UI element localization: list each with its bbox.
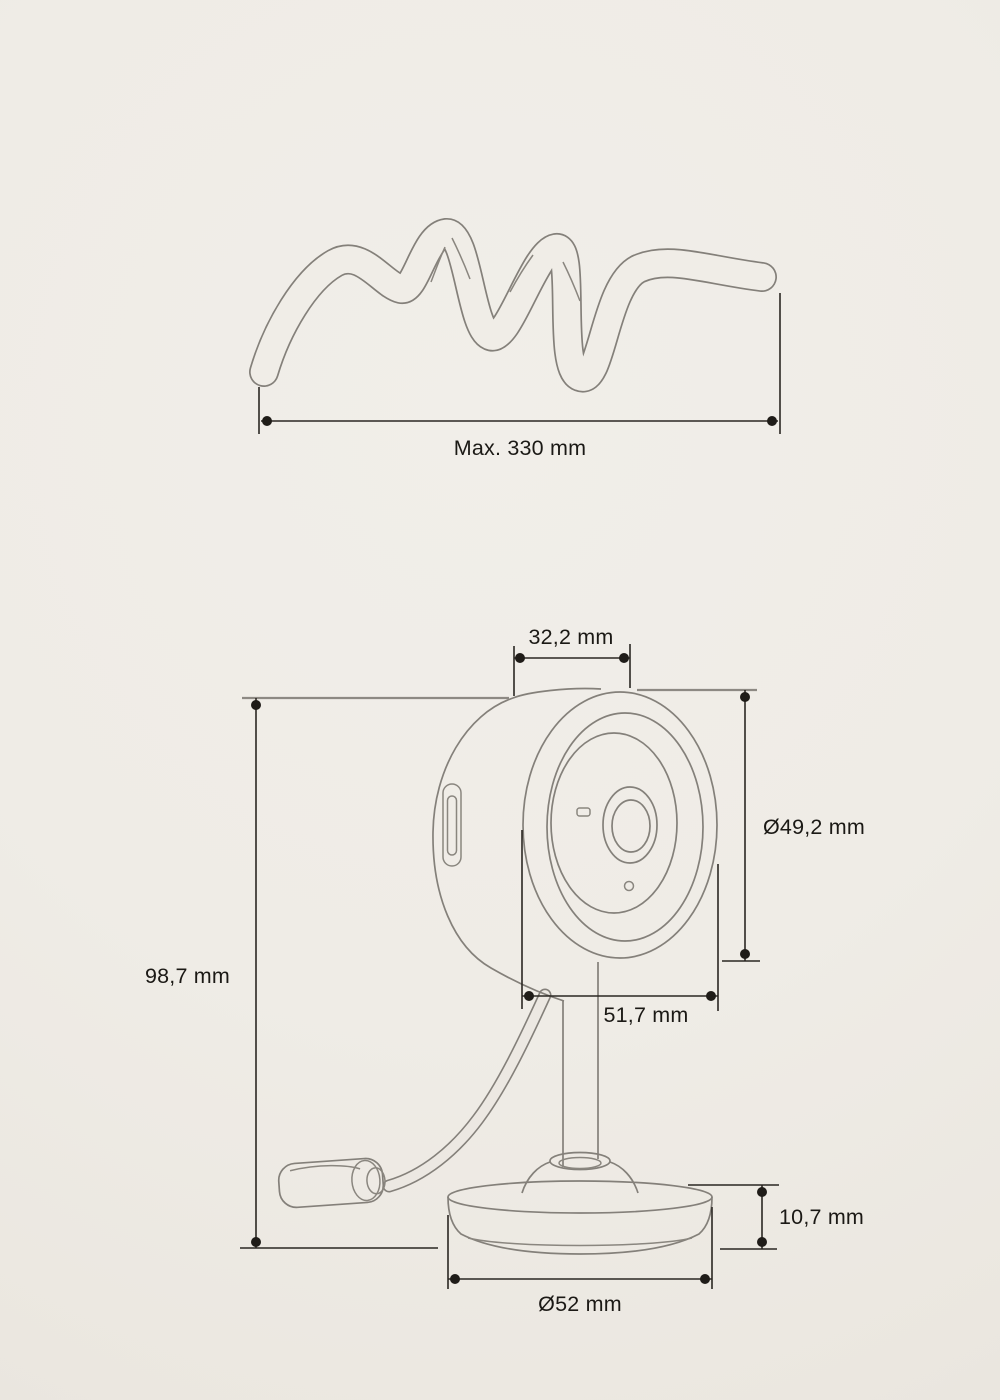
base-profile bbox=[447, 1196, 713, 1255]
face-diameter-label: Ø49,2 mm bbox=[763, 815, 865, 839]
stand-base bbox=[447, 1151, 713, 1255]
base-mound-right bbox=[609, 1161, 639, 1194]
dimension-base-diameter: Ø52 mm bbox=[447, 1207, 713, 1316]
arm-crossing-edge bbox=[451, 237, 471, 280]
front-ring-outer bbox=[522, 691, 718, 959]
base-mound-left bbox=[521, 1161, 551, 1194]
camera-body bbox=[432, 687, 602, 1002]
base-height-label: 10,7 mm bbox=[779, 1205, 864, 1229]
base-neck-opening bbox=[558, 1156, 602, 1170]
usb-connector-collar bbox=[351, 1159, 381, 1202]
dimension-top-width: 32,2 mm bbox=[513, 625, 631, 696]
base-top-rim bbox=[447, 1180, 713, 1214]
usb-connector-edge bbox=[289, 1164, 361, 1172]
arm-crossing-edge bbox=[509, 254, 534, 293]
flexible-arm-drawing bbox=[249, 218, 777, 393]
base-diameter-label: Ø52 mm bbox=[538, 1292, 622, 1316]
lens-inner bbox=[611, 799, 651, 853]
lens-outer bbox=[602, 786, 658, 864]
usb-connector-body bbox=[277, 1157, 385, 1209]
flexible-arm-tube-fill bbox=[250, 219, 776, 391]
body-depth-label: 51,7 mm bbox=[603, 1003, 688, 1027]
camera-drawing bbox=[277, 687, 718, 1255]
usb-connector-boot bbox=[366, 1167, 386, 1195]
light-sensor bbox=[576, 807, 591, 817]
dimension-arm-length: Max. 330 mm bbox=[258, 293, 781, 460]
side-slot-inner bbox=[446, 795, 458, 856]
base-neck bbox=[549, 1151, 611, 1171]
dimension-face-diameter: Ø49,2 mm bbox=[637, 688, 865, 962]
usb-cable-outline bbox=[382, 988, 552, 1193]
dimension-base-height: 10,7 mm bbox=[688, 1184, 864, 1250]
usb-cable-fill bbox=[384, 990, 550, 1191]
base-bottom-edge bbox=[467, 1237, 693, 1247]
arm-crossing-edge bbox=[562, 261, 581, 302]
side-slot bbox=[442, 783, 462, 867]
arm-crossing-edge bbox=[430, 246, 446, 283]
total-height-label: 98,7 mm bbox=[145, 964, 230, 988]
usb-connector bbox=[277, 1157, 386, 1209]
arm-length-label: Max. 330 mm bbox=[454, 436, 586, 460]
dimension-body-depth: 51,7 mm bbox=[521, 830, 719, 1027]
dimension-total-height: 98,7 mm bbox=[145, 696, 509, 1249]
front-face bbox=[550, 732, 678, 914]
status-led bbox=[623, 880, 635, 892]
top-width-label: 32,2 mm bbox=[528, 625, 613, 649]
front-ring-middle bbox=[546, 712, 704, 942]
